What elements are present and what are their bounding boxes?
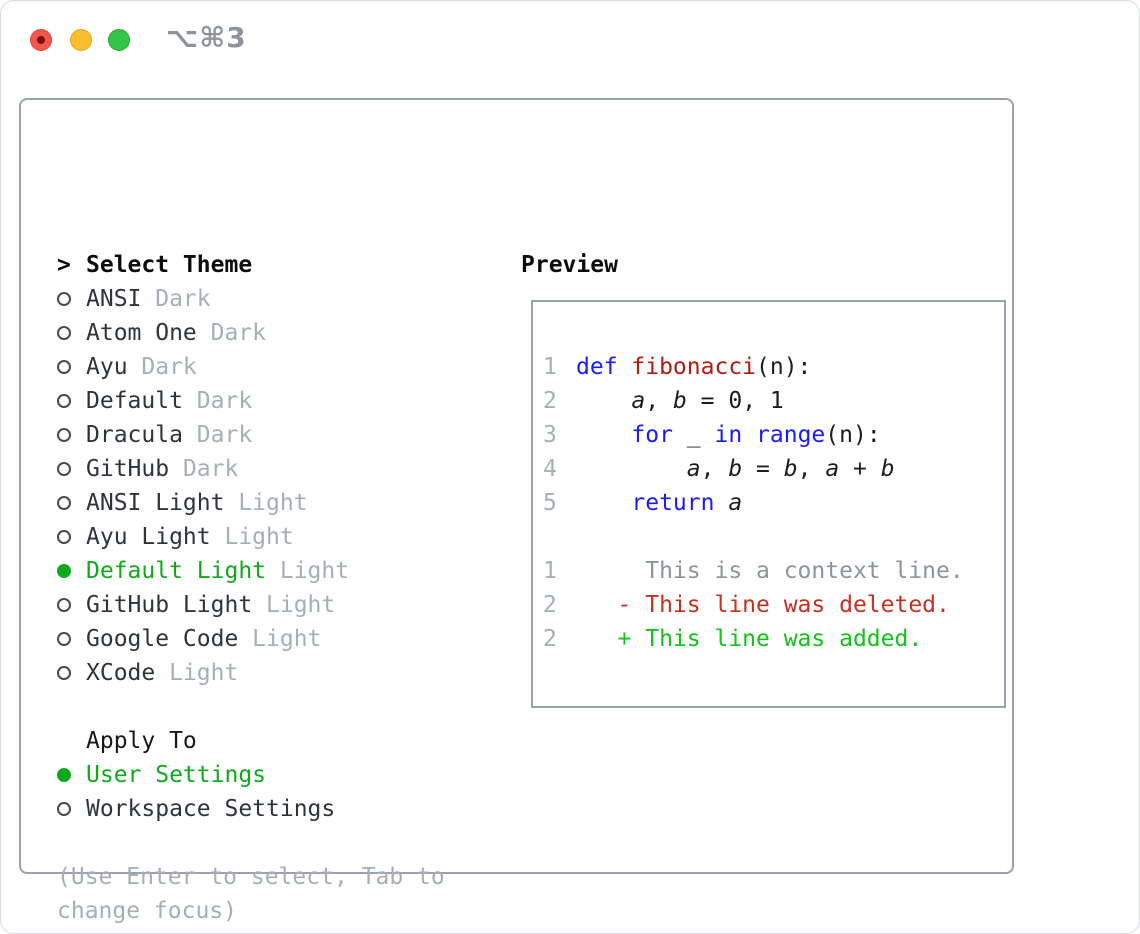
theme-option[interactable]: Default Light Light [57, 554, 349, 588]
code-content: This is a context line. [576, 558, 964, 584]
code-content: - This line was deleted. [576, 592, 950, 618]
option-label: ANSI [86, 286, 142, 312]
option-label: Dracula [86, 422, 183, 448]
radio-icon [57, 292, 86, 306]
theme-variant: Light [266, 592, 336, 618]
code-content: a, b = 0, 1 [631, 388, 784, 414]
code-line: 5 return a [543, 486, 1004, 520]
code-line: 1 This is a context line. [543, 554, 1004, 588]
radio-icon [57, 394, 86, 408]
apply-option[interactable]: User Settings [57, 758, 335, 792]
code-line: 4 a, b = b, a + b [543, 452, 1004, 486]
unsaved-dot-icon [37, 36, 45, 44]
theme-variant: Light [238, 490, 308, 516]
option-label: User Settings [86, 762, 267, 788]
theme-variant: Light [252, 626, 322, 652]
theme-option[interactable]: XCode Light [57, 656, 349, 690]
line-number [543, 520, 576, 554]
apply-option[interactable]: Workspace Settings [57, 792, 335, 826]
radio-icon [57, 360, 86, 374]
theme-option[interactable]: Ayu Light Light [57, 520, 349, 554]
radio-icon [57, 530, 86, 544]
theme-variant: Dark [141, 354, 197, 380]
code-line: 2 a, b = 0, 1 [543, 384, 1004, 418]
theme-option[interactable]: GitHub Light Light [57, 588, 349, 622]
radio-icon [57, 598, 86, 612]
line-number: 1 [543, 354, 557, 380]
code-line [543, 520, 1004, 554]
theme-list-header: > Select Theme [57, 248, 349, 282]
radio-icon [57, 462, 86, 476]
option-label: GitHub Light [86, 592, 253, 618]
zoom-button[interactable] [108, 29, 130, 51]
theme-variant: Dark [196, 422, 253, 448]
theme-variant: Dark [182, 456, 239, 482]
theme-option[interactable]: Default Dark [57, 384, 349, 418]
radio-icon [57, 666, 86, 680]
code-content: for _ in range(n): [631, 422, 881, 448]
theme-variant: Dark [210, 320, 267, 346]
code-line: 1 def fibonacci(n): [543, 350, 1004, 384]
theme-variant: Light [169, 660, 239, 686]
theme-variant: Light [279, 558, 350, 584]
option-label: Default [86, 388, 183, 414]
radio-icon [57, 428, 86, 442]
option-label: Default Light [86, 558, 267, 584]
theme-variant: Dark [196, 388, 253, 414]
theme-option[interactable]: Atom One Dark [57, 316, 349, 350]
theme-variant: Light [224, 524, 294, 550]
line-number: 1 [543, 558, 557, 584]
line-number: 5 [543, 490, 557, 516]
theme-variant: Dark [155, 286, 211, 312]
line-number: 4 [543, 456, 557, 482]
focus-caret-icon: > [57, 252, 71, 278]
minimize-button[interactable] [70, 29, 92, 51]
apply-to-title: Apply To [86, 728, 197, 754]
code-content: a, b = b, a + b [686, 456, 895, 482]
option-label: Atom One [86, 320, 197, 346]
option-label: Ayu [86, 354, 128, 380]
line-number: 2 [543, 626, 557, 652]
option-label: ANSI Light [86, 490, 225, 516]
radio-icon [57, 496, 86, 510]
code-line: 2 - This line was deleted. [543, 588, 1004, 622]
code-content: return a [631, 490, 743, 516]
radio-icon [57, 802, 86, 816]
line-number: 3 [543, 422, 557, 448]
theme-list-title: Select Theme [86, 252, 253, 278]
theme-option[interactable]: GitHub Dark [57, 452, 349, 486]
option-label: GitHub [86, 456, 170, 482]
code-content: def fibonacci(n): [576, 354, 812, 380]
preview-title: Preview [521, 252, 618, 278]
theme-option[interactable]: Ayu Dark [57, 350, 349, 384]
radio-icon [57, 632, 86, 646]
theme-option[interactable]: ANSI Dark [57, 282, 349, 316]
code-line: 2 + This line was added. [543, 622, 1004, 656]
hint-text: (Use Enter to select, Tab to change focu… [57, 864, 445, 924]
option-label: Ayu Light [86, 524, 211, 550]
code-content: + This line was added. [576, 626, 923, 652]
line-number: 2 [543, 592, 557, 618]
radio-icon [57, 768, 86, 782]
apply-to-header: Apply To [57, 724, 335, 758]
option-label: XCode [86, 660, 156, 686]
theme-option[interactable]: Google Code Light [57, 622, 349, 656]
theme-option[interactable]: Dracula Dark [57, 418, 349, 452]
option-label: Google Code [86, 626, 239, 652]
theme-option[interactable]: ANSI Light Light [57, 486, 349, 520]
line-number: 2 [543, 388, 557, 414]
option-label: Workspace Settings [86, 796, 336, 822]
window-title: ⌥⌘3 [166, 21, 247, 54]
radio-icon [57, 564, 86, 578]
radio-icon [57, 326, 86, 340]
close-button[interactable] [30, 29, 52, 51]
code-line: 3 for _ in range(n): [543, 418, 1004, 452]
